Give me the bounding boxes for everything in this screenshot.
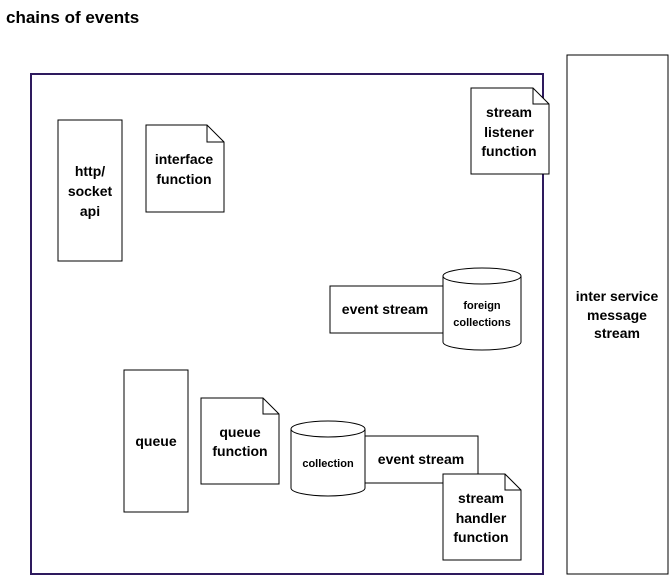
service-boundary	[30, 73, 544, 575]
foreign-collections-node: foreign collections	[442, 267, 522, 351]
http-socket-api-node: http/ socket api	[57, 119, 123, 262]
node-label: stream	[486, 104, 532, 120]
node-label: function	[481, 143, 536, 159]
node-label: message	[587, 307, 647, 323]
event-stream-top-node: event stream	[329, 285, 445, 334]
node-label: stream	[458, 490, 504, 506]
node-label: handler	[456, 510, 507, 526]
node-label: listener	[484, 124, 534, 140]
node-label: event stream	[342, 301, 428, 317]
stream-handler-function-node: stream handler function	[442, 473, 522, 561]
node-label: inter service	[576, 288, 659, 304]
inter-service-message-stream-node: inter service message stream	[566, 54, 669, 575]
stream-listener-function-node: stream listener function	[470, 87, 550, 175]
node-label: function	[453, 529, 508, 545]
node-label: interface	[155, 151, 214, 167]
node-label: function	[156, 171, 211, 187]
node-label: foreign	[463, 300, 501, 312]
node-label: collection	[302, 458, 354, 470]
node-label: http/	[75, 163, 105, 179]
node-label: function	[212, 443, 267, 459]
diagram-title: chains of events	[6, 8, 140, 27]
node-label: collections	[453, 317, 510, 329]
node-label: stream	[594, 325, 640, 341]
collection-node: collection	[290, 420, 366, 497]
node-label: queue	[135, 433, 176, 449]
node-label: event stream	[378, 451, 464, 467]
queue-node: queue	[123, 369, 189, 513]
node-label: api	[80, 203, 100, 219]
node-label: queue	[219, 424, 260, 440]
interface-function-node: interface function	[145, 124, 225, 213]
queue-function-node: queue function	[200, 397, 280, 485]
node-label: socket	[68, 183, 113, 199]
